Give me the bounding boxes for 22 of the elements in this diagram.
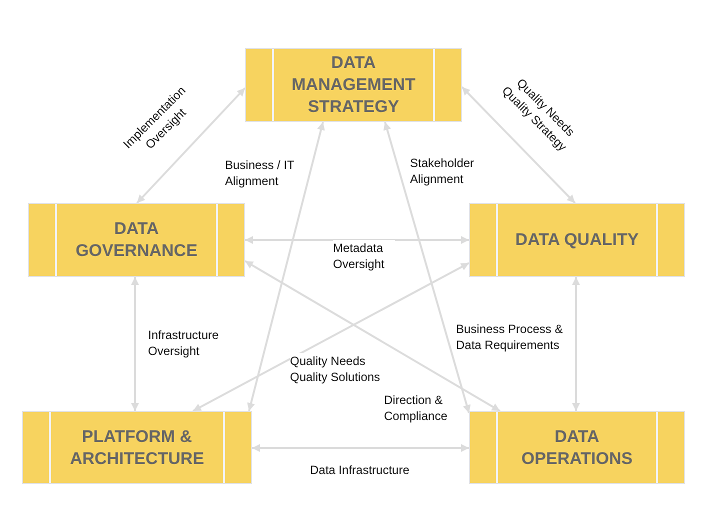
process-box: [22, 411, 252, 484]
arrow: [383, 122, 471, 414]
arrow: [461, 86, 576, 204]
arrow: [244, 260, 500, 412]
node-title: DATA OPERATIONS: [520, 426, 634, 470]
arrow: [247, 122, 325, 412]
arrow: [572, 277, 580, 411]
process-box: [469, 203, 685, 277]
arrow: [131, 277, 139, 411]
arrow: [192, 262, 470, 412]
edge-label: Business / IT Alignment: [225, 157, 305, 189]
process-box: [469, 411, 685, 484]
arrow: [252, 444, 469, 452]
node-title: PLATFORM & ARCHITECTURE: [68, 426, 206, 470]
arrow: [245, 236, 469, 244]
process-box: [28, 203, 245, 277]
node-title: DATA MANAGEMENT STRATEGY: [290, 52, 416, 118]
node-title: DATA GOVERNANCE: [74, 218, 198, 262]
edge-label: Metadata Oversight: [333, 240, 395, 272]
arrow: [136, 87, 246, 204]
node-title: DATA QUALITY: [515, 229, 639, 251]
process-box: [245, 48, 462, 122]
